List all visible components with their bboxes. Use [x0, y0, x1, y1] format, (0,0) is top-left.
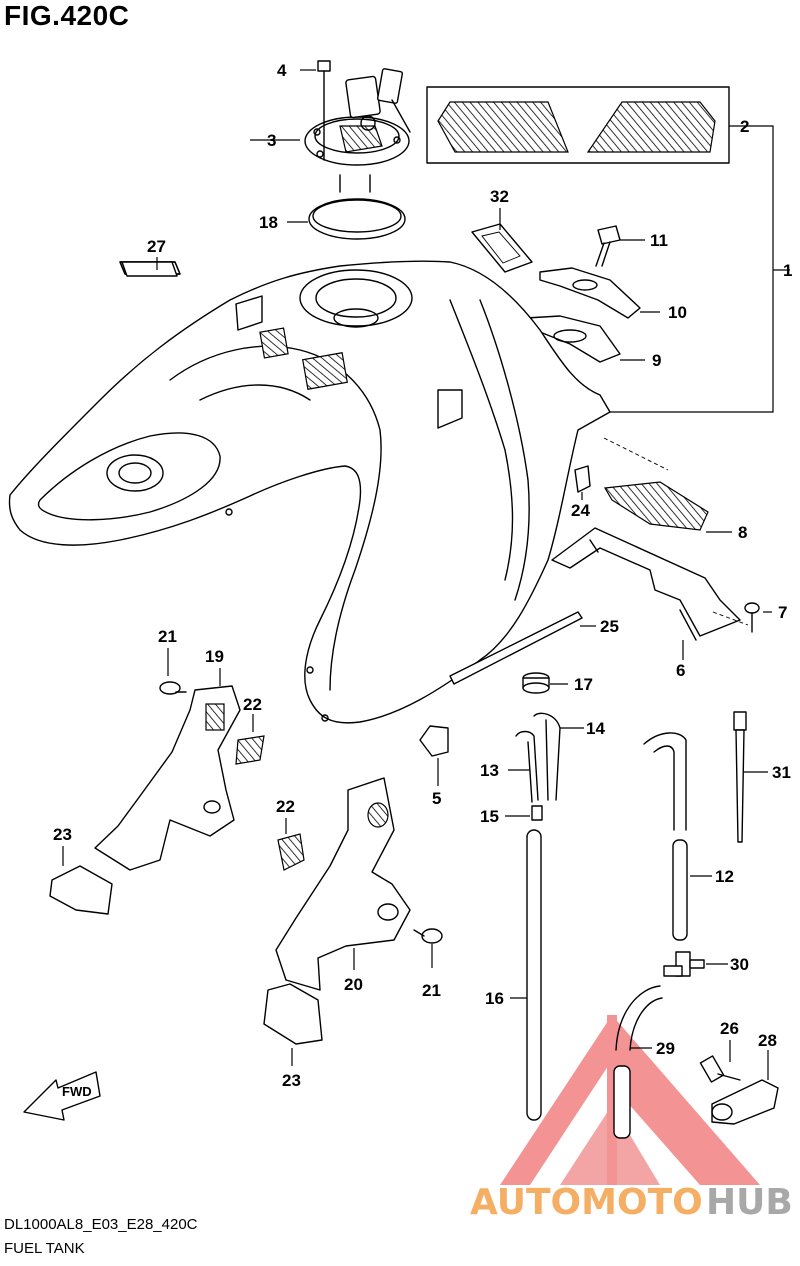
- hose-13: [508, 730, 539, 803]
- nut-22-lower: [277, 818, 305, 871]
- pad-23-right: [263, 983, 323, 1066]
- hose-12: [672, 839, 712, 941]
- callout-labels: 1 2 3 4 5 6 7 8 9 10 11 12 13 14 15 16 1…: [53, 61, 792, 1090]
- fwd-arrow: FWD: [23, 1071, 101, 1121]
- decal-set: [426, 86, 790, 413]
- callout-23-left: 23: [53, 825, 72, 844]
- callout-21-left: 21: [158, 627, 177, 646]
- callout-15: 15: [480, 807, 499, 826]
- hose-16: [510, 829, 542, 1121]
- fuel-cap-assembly: [304, 68, 411, 166]
- watermark-word-1: AUTOMOTO: [470, 1182, 703, 1223]
- callout-31: 31: [772, 763, 791, 782]
- callout-3: 3: [267, 131, 276, 150]
- callout-10: 10: [668, 303, 687, 322]
- figure-title: FIG.420C: [4, 0, 130, 31]
- callout-20: 20: [344, 975, 363, 994]
- watermark-text: AUTOMOTO HUB: [470, 1182, 793, 1223]
- callout-9: 9: [652, 351, 661, 370]
- callout-29: 29: [656, 1039, 675, 1058]
- bracket-10: [539, 267, 660, 319]
- callout-18: 18: [259, 213, 278, 232]
- callout-24: 24: [571, 501, 590, 520]
- callout-30: 30: [730, 955, 749, 974]
- fuel-tank: [8, 260, 611, 724]
- callout-13: 13: [480, 761, 499, 780]
- callout-12: 12: [715, 867, 734, 886]
- model-code: DL1000AL8_E03_E28_420C: [4, 1216, 198, 1233]
- bracket-6: [551, 527, 749, 660]
- callout-5: 5: [432, 789, 441, 808]
- hose-14: [533, 712, 584, 801]
- bolt-26: [699, 1040, 741, 1083]
- fwd-label: FWD: [62, 1084, 92, 1099]
- callout-27: 27: [147, 237, 166, 256]
- callout-4: 4: [277, 61, 287, 80]
- callout-1: 1: [783, 261, 792, 280]
- bracket-28: [711, 1050, 779, 1125]
- bracket-19: [94, 668, 241, 871]
- callout-26: 26: [720, 1019, 739, 1038]
- callout-19: 19: [205, 647, 224, 666]
- watermark-logo: [500, 1015, 760, 1185]
- clamp-5: [419, 725, 449, 786]
- pad-23-left: [49, 846, 113, 915]
- joint-15: [505, 805, 543, 821]
- bolt-11: [595, 225, 645, 267]
- filler-ring: [287, 174, 406, 240]
- tie-31: [733, 711, 768, 843]
- bolt-21-left: [159, 648, 187, 695]
- cap-bolt: [300, 60, 331, 161]
- watermark-word-2: HUB: [706, 1182, 793, 1223]
- callout-7: 7: [778, 603, 787, 622]
- hose-29: [613, 985, 663, 1139]
- pad-32: [471, 208, 533, 273]
- callout-8: 8: [738, 523, 747, 542]
- callout-2: 2: [740, 117, 749, 136]
- callout-16: 16: [485, 989, 504, 1008]
- callout-32: 32: [490, 187, 509, 206]
- nut-22-upper: [235, 714, 265, 765]
- grommet-24: [574, 465, 591, 500]
- callout-23-right: 23: [282, 1071, 301, 1090]
- pad-27: [119, 257, 181, 277]
- cushion-17: [522, 672, 568, 694]
- callout-22-lower: 22: [276, 797, 295, 816]
- callout-6: 6: [676, 661, 685, 680]
- callout-21-right: 21: [422, 981, 441, 1000]
- figure-caption: FUEL TANK: [4, 1240, 85, 1257]
- bracket-8: [603, 437, 732, 533]
- callout-14: 14: [586, 719, 605, 738]
- callout-22-upper: 22: [243, 695, 262, 714]
- bolt-21-right: [413, 928, 443, 968]
- bolt-7: [744, 602, 772, 633]
- callout-11: 11: [650, 231, 668, 250]
- callout-17: 17: [574, 675, 593, 694]
- bracket-9: [525, 315, 645, 363]
- tee-30: [663, 951, 728, 977]
- callout-28: 28: [758, 1031, 777, 1050]
- callout-25: 25: [600, 617, 619, 636]
- bracket-20: [275, 777, 411, 991]
- hose-12-upper: [643, 732, 687, 831]
- strip-25: [449, 611, 596, 685]
